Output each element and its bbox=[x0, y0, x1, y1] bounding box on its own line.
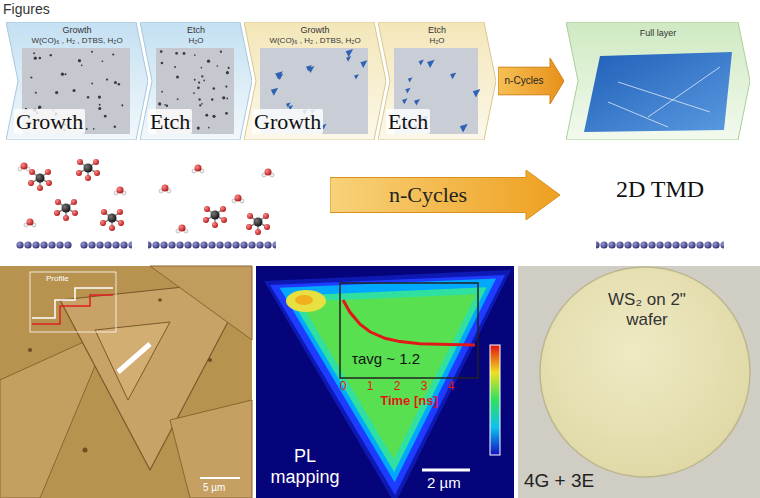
inset-title: Profile bbox=[46, 274, 69, 283]
scale-bar-label: 5 µm bbox=[203, 482, 225, 494]
axis-title: Time [ns] bbox=[380, 394, 438, 409]
product-label: 2D TMD bbox=[616, 176, 704, 204]
axis-tick: 3 bbox=[421, 380, 428, 394]
step-label: Etch bbox=[386, 109, 430, 134]
precursor-formula: W(CO)₆ , H₂ , DTBS, H₂O bbox=[269, 36, 360, 45]
step-label: Growth bbox=[252, 109, 323, 134]
step-heading: Etch bbox=[428, 25, 446, 35]
lifetime-value: τavg ~ 1.2 bbox=[352, 350, 420, 367]
cycle-arrow: n-Cycles bbox=[498, 58, 564, 104]
axis-tick: 1 bbox=[367, 380, 374, 394]
sample-label: WS₂ on 2" wafer bbox=[591, 290, 703, 329]
step-heading: Growth bbox=[62, 25, 91, 35]
panel-label: PL mapping bbox=[262, 446, 348, 487]
cycle-arrow: n-Cycles bbox=[330, 170, 560, 220]
scale-bar-label: 2 µm bbox=[427, 474, 461, 491]
axis-tick: 2 bbox=[394, 380, 401, 394]
axis-tick: 0 bbox=[340, 380, 347, 394]
cycle-label: n-Cycles bbox=[389, 182, 467, 207]
step-label: Etch bbox=[148, 109, 192, 134]
process-step-chevron: GrowthW(CO)₆ , H₂ , DTBS, H₂OGrowth bbox=[6, 22, 148, 140]
figure-title: Figures bbox=[3, 1, 50, 17]
cycle-label: n-Cycles bbox=[505, 75, 544, 87]
process-step-chevron: EtchH₂OEtch bbox=[140, 22, 252, 140]
axis-tick: 4 bbox=[448, 380, 455, 394]
result-chevron: Full layer bbox=[566, 22, 750, 140]
precursor-formula: H₂O bbox=[188, 36, 203, 45]
process-step-chevron: EtchH₂OEtch bbox=[378, 22, 496, 140]
result-chevron-outline bbox=[566, 22, 750, 140]
precursor-formula: W(CO)₆ , H₂ , DTBS, H₂O bbox=[31, 36, 122, 45]
step-heading: Full layer bbox=[640, 28, 677, 38]
step-label: Growth bbox=[14, 109, 85, 134]
process-recipe: 4G + 3E bbox=[524, 470, 594, 492]
step-heading: Etch bbox=[187, 25, 205, 35]
step-heading: Growth bbox=[300, 25, 329, 35]
precursor-formula: H₂O bbox=[429, 36, 444, 45]
process-step-chevron: GrowthW(CO)₆ , H₂ , DTBS, H₂OGrowth bbox=[244, 22, 386, 140]
